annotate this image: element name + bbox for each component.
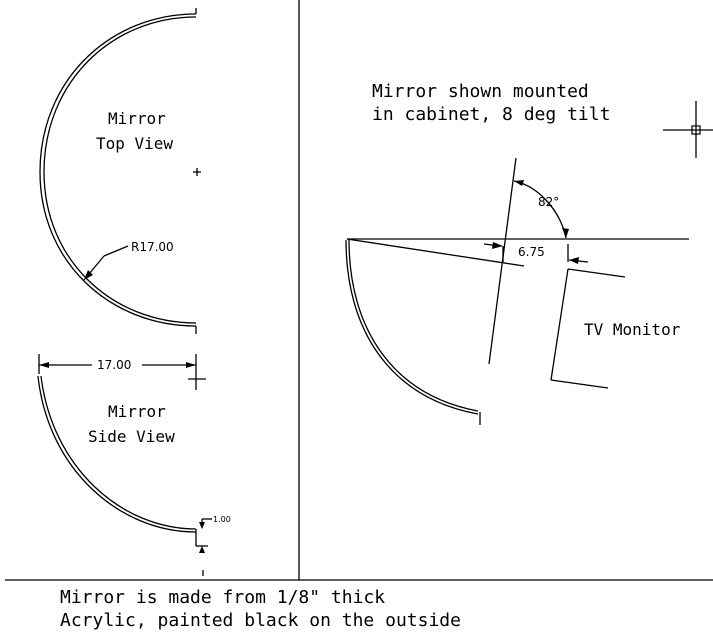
angle-dimension — [513, 180, 569, 239]
tv-monitor-outline — [550, 268, 626, 389]
monitor-label: TV Monitor — [584, 320, 681, 339]
side-view-dimension — [38, 354, 206, 390]
side-view-title-2: Side View — [88, 427, 175, 446]
top-view-title-2: Top View — [96, 134, 173, 153]
mounted-caption-1: Mirror shown mounted — [372, 81, 589, 102]
tilted-mirror — [345, 238, 525, 425]
top-view-mirror — [39, 8, 201, 334]
note-line-1: Mirror is made from 1/8" thick — [60, 587, 385, 608]
side-view-width-label: 17.00 — [97, 358, 131, 372]
gap-label: 6.75 — [518, 245, 545, 259]
side-view-mirror — [37, 375, 212, 576]
crosshair-cursor-icon — [663, 101, 713, 158]
radius-leader — [83, 245, 129, 281]
radius-label: R17.00 — [131, 240, 174, 254]
note-line-2: Acrylic, painted black on the outside — [60, 610, 461, 631]
gap-dimension — [483, 242, 589, 264]
thickness-label: 1.00 — [213, 515, 231, 524]
side-view-title-1: Mirror — [108, 402, 166, 421]
top-view-title-1: Mirror — [108, 109, 166, 128]
angle-label: 82° — [538, 195, 559, 209]
mounted-caption-2: in cabinet, 8 deg tilt — [372, 104, 610, 125]
